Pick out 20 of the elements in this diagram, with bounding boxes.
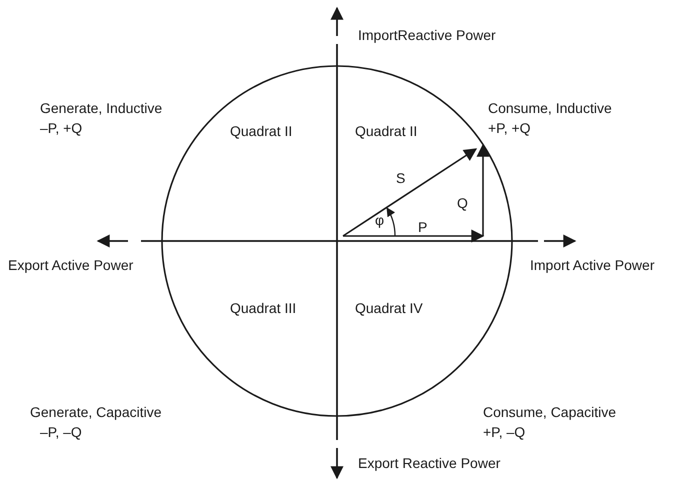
axis-label: Import Active Power [530, 256, 654, 274]
sign-label: +P, +Q [488, 119, 531, 137]
vector-label: Q [457, 194, 468, 212]
axis-label: Export Reactive Power [358, 454, 500, 472]
sign-label: –P, +Q [40, 119, 82, 137]
quadrant-description: Consume, Capacitive [483, 403, 616, 421]
quadrant-label: Quadrat II [230, 122, 292, 140]
quadrant-label: Quadrat II [355, 122, 418, 140]
sign-label: –P, –Q [40, 423, 82, 441]
vector-label: P [418, 218, 428, 236]
angle-label: φ [375, 211, 384, 229]
axis-label: Export Active Power [8, 256, 134, 274]
quadrant-label: Quadrat IV [355, 299, 423, 317]
sign-label: +P, –Q [483, 423, 526, 441]
axis-label: ImportReactive Power [358, 26, 496, 44]
vector-label: S [396, 169, 406, 187]
quadrant-description: Generate, Capacitive [30, 403, 162, 421]
quadrant-description: Generate, Inductive [40, 99, 162, 117]
quadrant-label: Quadrat III [230, 299, 296, 317]
quadrant-description: Consume, Inductive [488, 99, 612, 117]
